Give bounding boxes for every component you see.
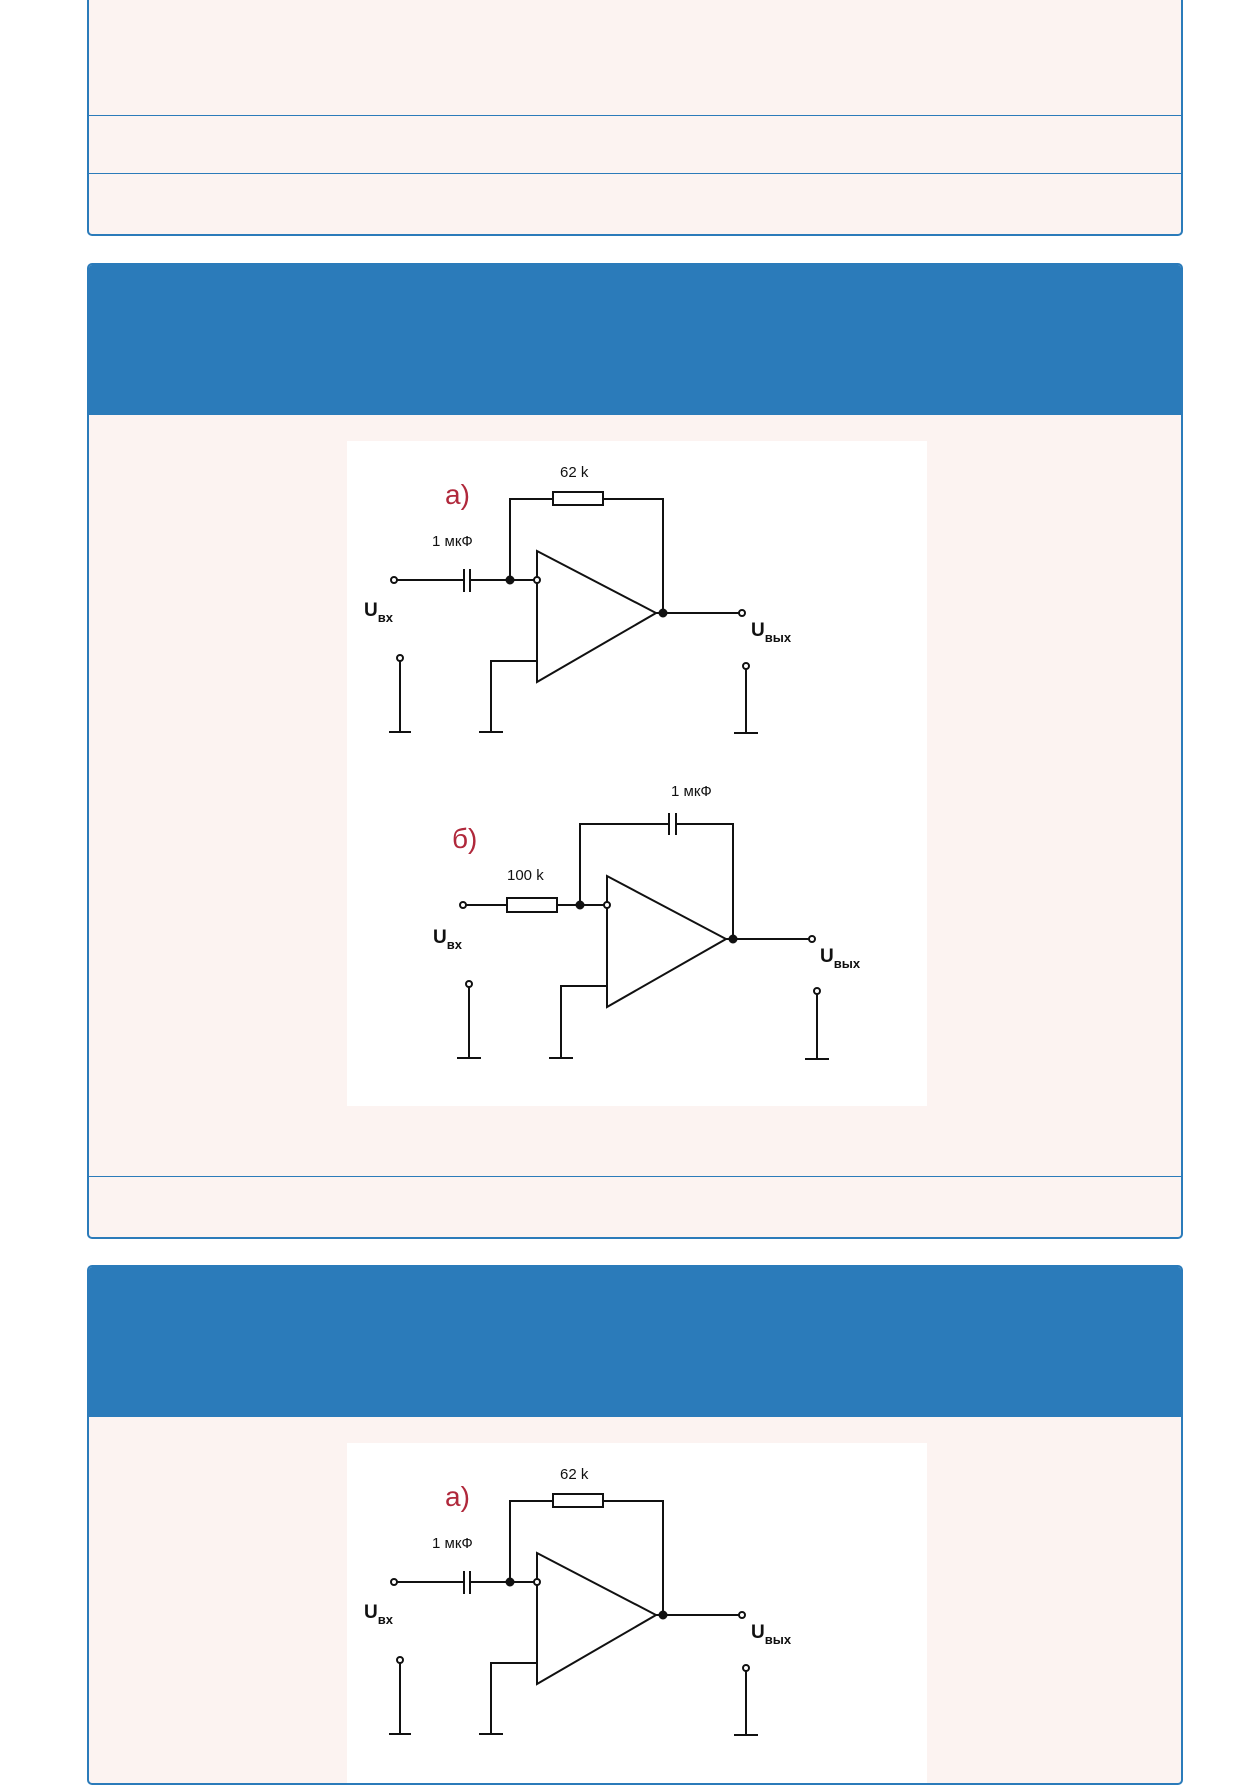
circuit-a-resistor-value: 62 k xyxy=(560,1466,589,1483)
circuit-a-opamp xyxy=(536,549,659,684)
circuit-b-wiring xyxy=(457,813,829,1060)
circuit-a-resistor xyxy=(552,1493,604,1508)
circuit-a-label: а) xyxy=(445,479,470,510)
circuit-a-resistor xyxy=(552,491,604,506)
card-divider xyxy=(89,173,1181,174)
card-divider xyxy=(89,115,1181,116)
circuit-a-wiring xyxy=(389,491,758,734)
circuit-b-output-label: Uвых xyxy=(820,946,861,971)
card-circuits-repeat: а) 62 k 1 мкФ Uвх Uвых xyxy=(87,1265,1183,1785)
circuit-a-label: а) xyxy=(445,1481,470,1512)
circuit-a-input-label: Uвх xyxy=(364,1602,394,1627)
circuit-a-output-label: Uвых xyxy=(751,1622,792,1647)
circuit-a-opamp xyxy=(536,1551,659,1686)
circuit-a-capacitor-value: 1 мкФ xyxy=(432,533,473,550)
circuit-b-resistor xyxy=(506,897,558,913)
circuit-a-capacitor xyxy=(463,1571,471,1594)
circuit-b-resistor-value: 100 k xyxy=(507,867,544,884)
circuit-diagram-partial: а) 62 k 1 мкФ Uвх Uвых xyxy=(364,1466,792,1736)
circuit-figure: а) 62 k 1 мкФ Uвх Uвых xyxy=(347,441,927,1106)
circuit-a-output-label: Uвых xyxy=(751,620,792,645)
circuit-diagram: а) 62 k 1 мкФ Uвх Uвых xyxy=(364,464,861,1060)
circuit-a-wiring xyxy=(389,1493,758,1736)
card-circuits: а) 62 k 1 мкФ Uвх Uвых xyxy=(87,263,1183,1239)
circuit-b-opamp xyxy=(606,874,729,1009)
circuit-b-label: б) xyxy=(452,823,477,854)
card-header xyxy=(89,265,1181,415)
circuit-b-capacitor-value: 1 мкФ xyxy=(671,783,712,800)
card-divider xyxy=(89,1176,1181,1177)
circuit-a-capacitor-value: 1 мкФ xyxy=(432,1535,473,1552)
circuit-figure-partial: а) 62 k 1 мкФ Uвх Uвых xyxy=(347,1443,927,1783)
card-header xyxy=(89,1267,1181,1417)
circuit-b-input-label: Uвх xyxy=(433,927,463,952)
circuit-a-capacitor xyxy=(463,569,471,592)
card-top xyxy=(87,0,1183,236)
circuit-b-capacitor xyxy=(668,813,677,835)
circuit-a-resistor-value: 62 k xyxy=(560,464,589,481)
circuit-a-input-label: Uвх xyxy=(364,600,394,625)
